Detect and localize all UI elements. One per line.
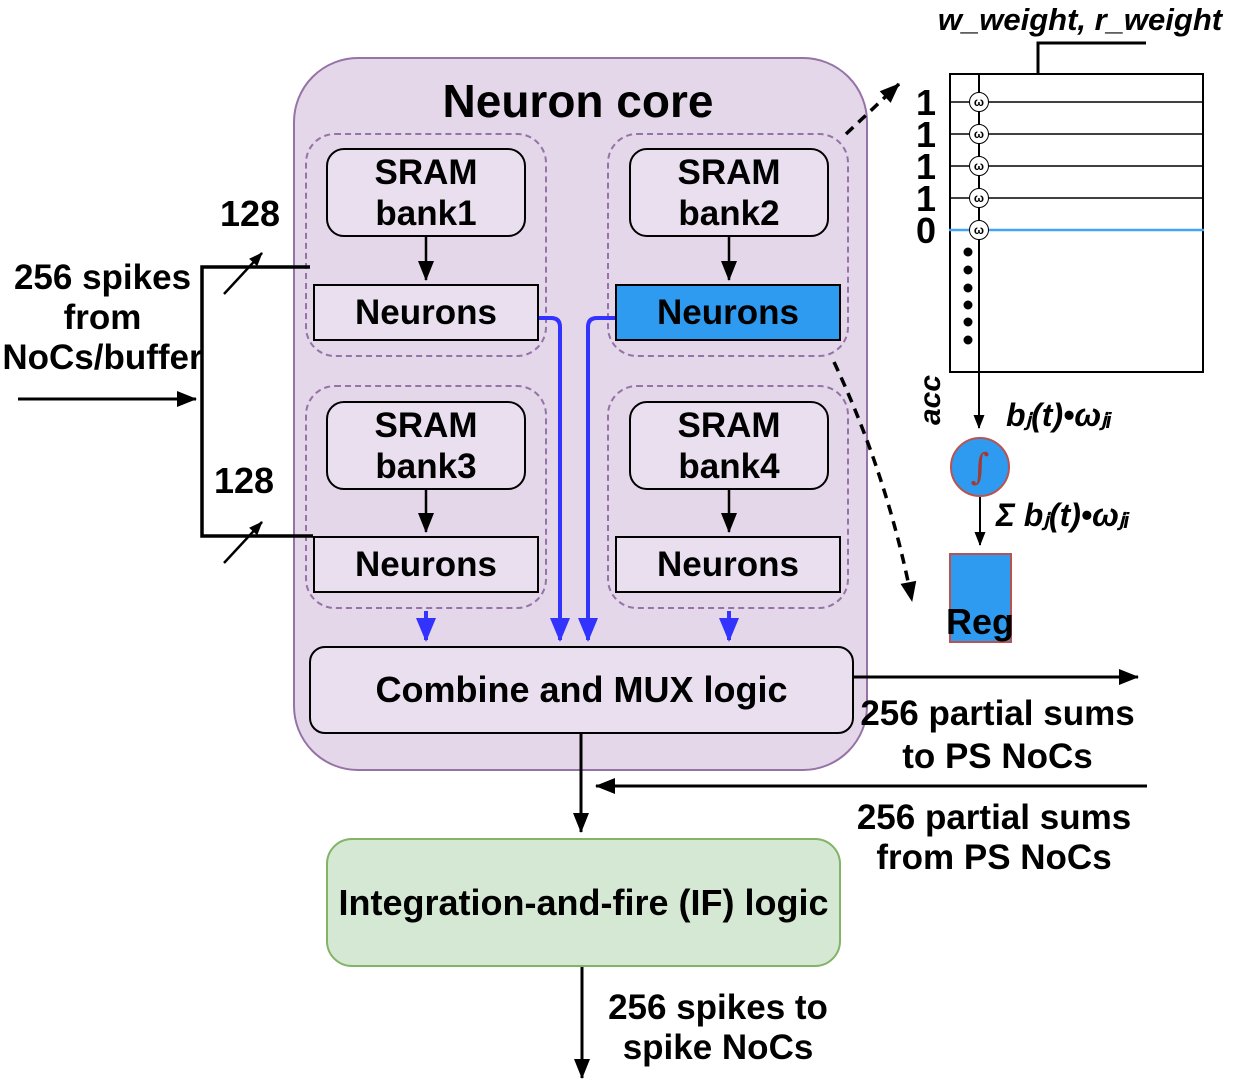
integrator-icon: ∫ <box>950 437 1010 497</box>
if-logic-box: Integration-and-fire (IF) logic <box>326 838 841 967</box>
sram-bank1-box: SRAM bank1 <box>326 148 526 237</box>
neurons1-to-combine-wire <box>539 316 570 642</box>
neurons2-box-highlighted: Neurons <box>615 284 841 341</box>
spikes-out-label: 256 spikes to spike NoCs <box>608 988 828 1067</box>
neurons2-label: Neurons <box>657 292 799 332</box>
ellipsis-dot <box>963 335 973 345</box>
zoom-callout-arrow-top <box>844 82 901 136</box>
combine-mux-box: Combine and MUX logic <box>309 646 854 734</box>
weight-label-connector <box>1036 41 1146 73</box>
spike-bit-1: 1 <box>915 82 936 123</box>
spike-bit-3: 1 <box>915 146 936 187</box>
input-spikes-label: 256 spikes from NoCs/buffer <box>2 258 203 377</box>
ellipsis-dot <box>963 283 973 293</box>
sram-bank2-label: SRAM bank2 <box>677 152 781 233</box>
neurons1-label: Neurons <box>355 292 497 332</box>
sram-bank2-box: SRAM bank2 <box>629 148 829 237</box>
weight-array-box <box>949 73 1204 373</box>
synapse-icon: ω <box>969 92 989 112</box>
synapse-icon: ω <box>969 188 989 208</box>
neuron-core-title: Neuron core <box>442 75 714 127</box>
sram-bank4-label: SRAM bank4 <box>677 405 781 486</box>
neurons3-label: Neurons <box>355 544 497 584</box>
bank3-group <box>305 385 547 609</box>
neurons2-to-combine-wire <box>578 316 615 642</box>
synapse-icon: ω <box>969 156 989 176</box>
combine-mux-label: Combine and MUX logic <box>375 669 788 710</box>
synapse-icon: ω <box>969 124 989 144</box>
acc-label: acc <box>914 374 947 426</box>
from-ps-nocs-label: 256 partial sums from PS NoCs <box>856 798 1132 877</box>
weight-signals-label: w_weight, r_weight <box>937 2 1223 37</box>
bank2-group <box>607 133 849 357</box>
reg-label: Reg <box>945 601 1014 642</box>
ellipsis-dot <box>963 247 973 257</box>
sum-term-label: Σ bⱼ(t)•ωⱼᵢ <box>996 497 1130 533</box>
bank1-group <box>305 133 547 357</box>
bus-slash-top <box>223 252 263 295</box>
reg-box <box>949 553 1012 643</box>
sram-bank1-label: SRAM bank1 <box>374 152 478 233</box>
omega-glyph: ω <box>973 95 985 109</box>
sram-bank3-label: SRAM bank3 <box>374 405 478 486</box>
neurons1-box: Neurons <box>313 284 539 341</box>
omega-glyph: ω <box>973 223 985 237</box>
neurons3-box: Neurons <box>313 536 539 593</box>
sram-bank4-box: SRAM bank4 <box>629 401 829 490</box>
fanout-bracket <box>200 265 313 538</box>
bus-slash-bottom <box>223 521 263 564</box>
omega-glyph: ω <box>973 191 985 205</box>
bus-width-bottom-label: 128 <box>213 460 275 501</box>
zoom-callout-arrow-bottom <box>832 361 917 602</box>
ellipsis-dot <box>963 300 973 310</box>
bank4-group <box>607 385 849 609</box>
synapse-icon: ω <box>969 220 989 240</box>
neurons4-label: Neurons <box>657 544 799 584</box>
spike-bit-5: 0 <box>915 210 936 251</box>
omega-glyph: ω <box>973 159 985 173</box>
ellipsis-dot <box>963 317 973 327</box>
to-ps-nocs-label: 256 partial sums to PS NoCs <box>860 694 1135 776</box>
ellipsis-dot <box>963 265 973 275</box>
neurons4-box: Neurons <box>615 536 841 593</box>
sram-bank3-box: SRAM bank3 <box>326 401 526 490</box>
spike-bit-2: 1 <box>915 114 936 155</box>
if-logic-label: Integration-and-fire (IF) logic <box>338 881 829 923</box>
spike-bit-4: 1 <box>915 178 936 219</box>
product-term-label: bⱼ(t)•ωⱼᵢ <box>1006 397 1113 433</box>
bus-width-top-label: 128 <box>219 193 281 234</box>
omega-glyph: ω <box>973 127 985 141</box>
integral-glyph: ∫ <box>970 446 990 488</box>
